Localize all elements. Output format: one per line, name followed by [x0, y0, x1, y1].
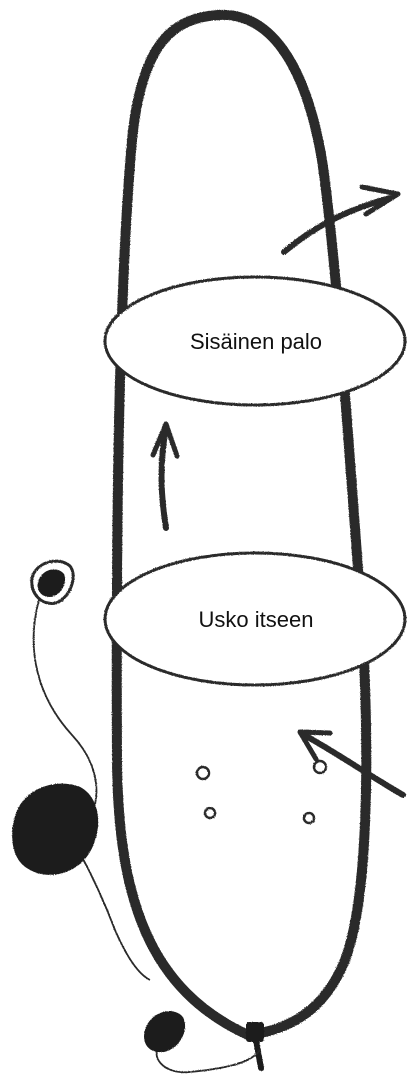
node-ellipse-top: [103, 275, 407, 407]
node-label-bottom: Usko itseen: [199, 607, 314, 632]
outgoing-arrow: [281, 184, 401, 255]
upward-arrow: [150, 421, 180, 531]
loop-connector: [246, 1022, 264, 1042]
outer-loop: [111, 9, 372, 1040]
decorative-dots: [195, 759, 328, 825]
node-label-top: Sisäinen palo: [190, 329, 322, 354]
node-ellipse-bottom: [103, 551, 407, 687]
incoming-arrow: [297, 729, 406, 798]
loop-tail: [253, 1037, 264, 1071]
cord-decoration: [12, 559, 261, 1074]
